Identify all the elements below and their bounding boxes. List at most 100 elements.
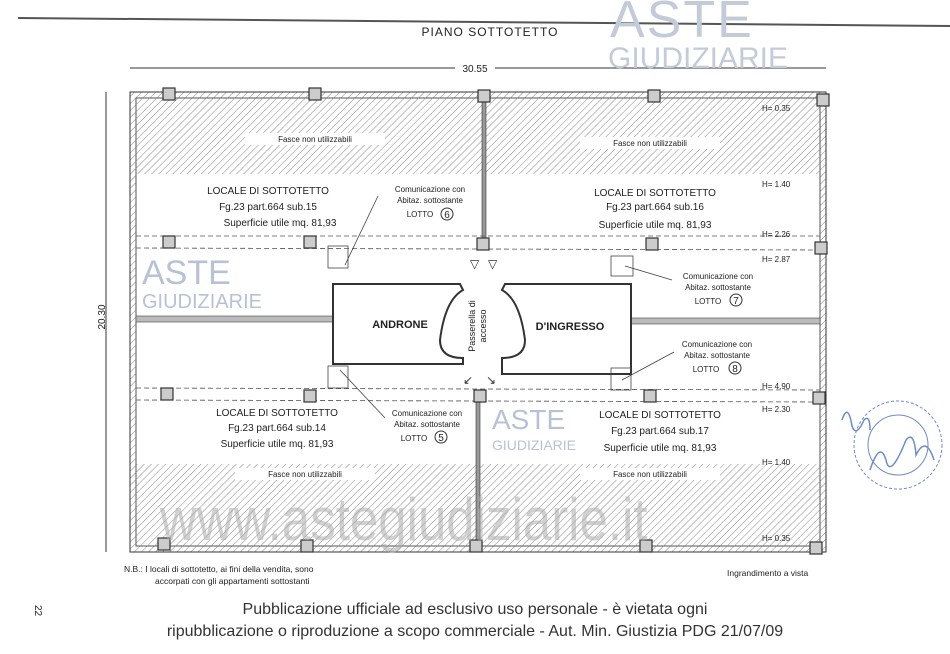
- pillar: [816, 93, 830, 107]
- svg-text:H= 1.40: H= 1.40: [762, 458, 791, 467]
- beam-lines: [135, 235, 821, 403]
- svg-text:Fg.23 part.664 sub.17: Fg.23 part.664 sub.17: [611, 426, 709, 437]
- width-dimension: 30.55: [130, 61, 826, 75]
- pillar: [477, 89, 491, 103]
- stamp-signature: [841, 400, 943, 490]
- svg-text:Superficie utile mq. 81,93: Superficie utile mq. 81,93: [221, 439, 334, 450]
- svg-text:7: 7: [733, 296, 739, 307]
- svg-text:Comunicazione con: Comunicazione con: [683, 272, 753, 281]
- svg-text:LOTTO: LOTTO: [695, 297, 722, 306]
- svg-text:20.30: 20.30: [97, 304, 108, 329]
- walkway-label: Passerella diaccesso: [467, 300, 488, 352]
- wall: [481, 97, 487, 249]
- communication-lotto-8: Comunicazione con Abitaz. sottostante LO…: [682, 340, 752, 375]
- unused-label: Fasce non utilizzabili: [613, 470, 687, 479]
- pillar: [303, 389, 317, 403]
- page-number: 22: [32, 605, 43, 617]
- height-dimension: 20.30: [97, 92, 108, 552]
- pillar: [814, 241, 828, 255]
- wall: [135, 315, 335, 323]
- arrow-icon: ↘: [486, 373, 496, 387]
- svg-text:LOTTO: LOTTO: [407, 210, 434, 219]
- wall: [629, 317, 821, 325]
- pillar: [303, 235, 317, 249]
- pillar: [162, 87, 176, 101]
- arrow-icon: ▽: [470, 257, 480, 271]
- scan-edge: [17, 17, 950, 27]
- arrow-icon: ↙: [463, 373, 473, 387]
- communication-lotto-5: Comunicazione con Abitaz. sottostante LO…: [392, 409, 462, 444]
- pillar: [162, 235, 176, 249]
- svg-text:Superficie utile mq. 81,93: Superficie utile mq. 81,93: [604, 443, 717, 454]
- svg-text:H= 2.30: H= 2.30: [762, 405, 791, 414]
- svg-text:LOCALE DI SOTTOTETTO: LOCALE DI SOTTOTETTO: [207, 186, 329, 197]
- svg-text:5: 5: [438, 433, 444, 444]
- communication-lotto-7: Comunicazione con Abitaz. sottostante LO…: [683, 272, 753, 307]
- svg-text:Abitaz. sottostante: Abitaz. sottostante: [394, 420, 460, 429]
- pillar: [639, 539, 653, 553]
- svg-text:Comunicazione con: Comunicazione con: [682, 340, 752, 349]
- pillar: [308, 87, 322, 101]
- svg-text:Superficie utile mq. 81,93: Superficie utile mq. 81,93: [599, 220, 712, 231]
- svg-text:30.55: 30.55: [462, 64, 487, 75]
- svg-text:Comunicazione con: Comunicazione con: [392, 409, 462, 418]
- unused-label: Fasce non utilizzabili: [613, 139, 687, 148]
- svg-text:Abitaz. sottostante: Abitaz. sottostante: [685, 283, 751, 292]
- svg-text:LOCALE DI SOTTOTETTO: LOCALE DI SOTTOTETTO: [216, 408, 338, 419]
- pillar: [300, 539, 314, 553]
- svg-text:Superficie utile mq. 81,93: Superficie utile mq. 81,93: [224, 218, 337, 229]
- unused-label: Fasce non utilizzabili: [268, 470, 342, 479]
- svg-text:Fg.23 part.664 sub.16: Fg.23 part.664 sub.16: [606, 202, 704, 213]
- svg-text:H= 2.87: H= 2.87: [762, 255, 791, 264]
- unused-strip-top: [136, 98, 820, 174]
- svg-text:accorpati con gli appartamenti: accorpati con gli appartamenti sottostan…: [155, 576, 310, 586]
- pillars: [157, 87, 830, 555]
- svg-text:LOTTO: LOTTO: [693, 365, 720, 374]
- svg-text:Abitaz. sottostante: Abitaz. sottostante: [684, 351, 750, 360]
- pillar: [157, 537, 171, 551]
- note: N.B.: I locali di sottotetto, ai fini de…: [124, 564, 314, 586]
- svg-text:H= 2.26: H= 2.26: [762, 230, 791, 239]
- androne: ANDRONE D'INGRESSO Passerella diaccesso …: [332, 257, 632, 387]
- svg-text:H= 1.40: H= 1.40: [762, 180, 791, 189]
- plan-title: PIANO SOTTOTETTO: [422, 25, 559, 39]
- svg-text:6: 6: [444, 210, 450, 221]
- publication-notice-line1: Pubblicazione ufficiale ad esclusivo uso…: [242, 601, 708, 618]
- pillar: [473, 389, 487, 403]
- wall: [475, 395, 481, 547]
- svg-text:Abitaz. sottostante: Abitaz. sottostante: [397, 196, 463, 205]
- pillar: [476, 237, 490, 251]
- svg-text:H= 0.35: H= 0.35: [762, 534, 791, 543]
- svg-text:Comunicazione con: Comunicazione con: [395, 185, 465, 194]
- communication-lotto-6: Comunicazione con Abitaz. sottostante LO…: [395, 185, 465, 221]
- room-sub17: LOCALE DI SOTTOTETTO Fg.23 part.664 sub.…: [599, 410, 721, 454]
- svg-text:LOCALE DI SOTTOTETTO: LOCALE DI SOTTOTETTO: [599, 410, 721, 421]
- room-sub16: LOCALE DI SOTTOTETTO Fg.23 part.664 sub.…: [594, 188, 716, 231]
- pillar: [647, 89, 661, 103]
- svg-text:LOTTO: LOTTO: [401, 434, 428, 443]
- arrow-icon: ▽: [488, 257, 498, 271]
- ingresso-label: D'INGRESSO: [536, 321, 605, 333]
- scale-note: Ingrandimento a vista: [727, 568, 809, 578]
- pillar: [812, 391, 826, 405]
- svg-text:Fg.23 part.664 sub.15: Fg.23 part.664 sub.15: [219, 202, 317, 213]
- pillar: [645, 237, 659, 251]
- pillar: [469, 539, 483, 553]
- pillar: [809, 541, 823, 555]
- pillar: [160, 387, 174, 401]
- svg-text:H= 4.90: H= 4.90: [762, 382, 791, 391]
- svg-text:LOCALE DI SOTTOTETTO: LOCALE DI SOTTOTETTO: [594, 188, 716, 199]
- room-sub14: LOCALE DI SOTTOTETTO Fg.23 part.664 sub.…: [216, 408, 338, 450]
- svg-text:8: 8: [732, 364, 738, 375]
- room-sub15: LOCALE DI SOTTOTETTO Fg.23 part.664 sub.…: [207, 186, 337, 229]
- svg-text:N.B.: I locali di sottotetto,: N.B.: I locali di sottotetto, ai fini de…: [124, 564, 314, 574]
- publication-notice-line2: ripubblicazione o riproduzione a scopo c…: [166, 623, 784, 640]
- height-labels: H= 0.35 H= 1.40 H= 2.26 H= 2.87 H= 4.90 …: [762, 104, 791, 543]
- unused-label: Fasce non utilizzabili: [278, 135, 352, 144]
- androne-label: ANDRONE: [372, 319, 428, 331]
- pillar: [643, 389, 657, 403]
- hatch-openings: [327, 195, 675, 419]
- svg-text:Fg.23 part.664 sub.14: Fg.23 part.664 sub.14: [228, 423, 326, 434]
- svg-text:H= 0.35: H= 0.35: [762, 104, 791, 113]
